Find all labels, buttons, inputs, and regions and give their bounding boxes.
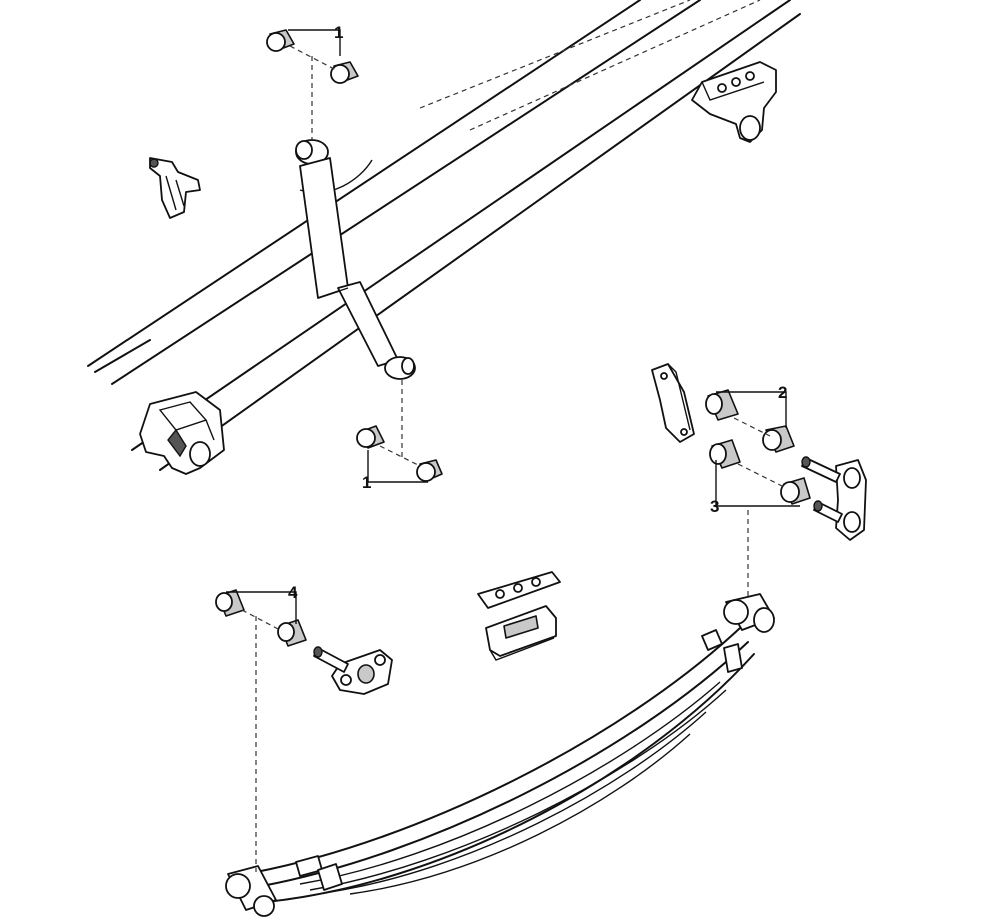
callout-1-bottom: 1 — [362, 450, 428, 492]
callout-1-top-label: 1 — [334, 23, 343, 42]
callout-1-bottom-label: 1 — [362, 473, 371, 492]
shackle-bushings-3 — [709, 439, 811, 505]
spring-seat-plate — [477, 571, 561, 661]
shock-upper-bushings — [266, 29, 359, 84]
callout-1-top: 1 — [288, 23, 343, 56]
callout-3-label: 3 — [710, 497, 719, 516]
shackle-plate — [651, 363, 695, 443]
leaf-spring — [225, 593, 775, 917]
front-spring-hanger — [139, 391, 225, 475]
callout-4-label: 4 — [288, 583, 298, 602]
shackle-with-studs — [801, 456, 867, 541]
rear-shackle-bracket-upper — [691, 61, 777, 143]
shock-absorber — [295, 139, 416, 380]
front-eye-bushings-4 — [215, 589, 307, 647]
callout-4: 4 — [226, 583, 298, 624]
spring-pin-plate — [313, 646, 393, 695]
callout-2: 2 — [716, 383, 787, 428]
callout-2-label: 2 — [778, 383, 787, 402]
shock-lower-bushings — [356, 425, 443, 482]
callout-3: 3 — [710, 460, 800, 516]
bump-stop — [149, 157, 201, 219]
